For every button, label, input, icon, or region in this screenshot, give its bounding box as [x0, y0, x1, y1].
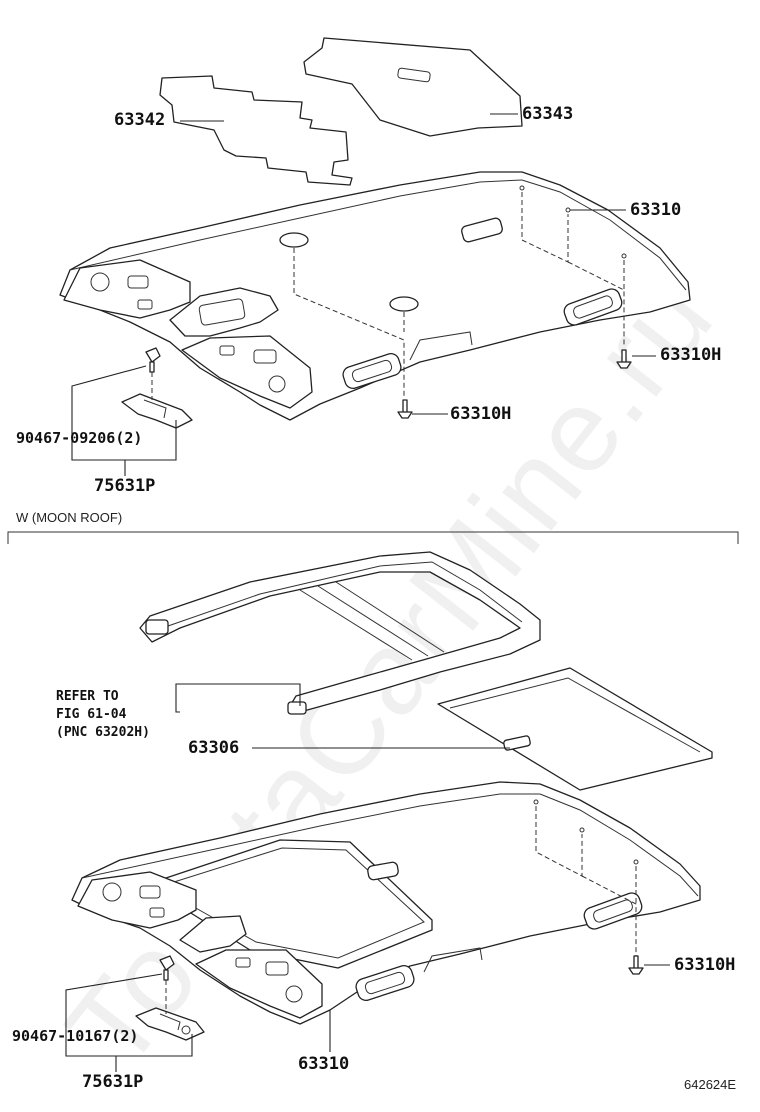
clip-75631p-bottom	[135, 1007, 205, 1041]
leader-90467-bottom	[65, 973, 193, 1057]
clip-75631p-top	[121, 393, 193, 429]
headliner-bottom-edge	[81, 793, 540, 879]
lamp-hole-4	[285, 985, 303, 1003]
leader-90467-top	[71, 365, 177, 461]
handle-recess-1	[342, 353, 402, 389]
pad-spot-1	[279, 232, 309, 248]
moon-roof-section-label: W (MOON ROOF)	[16, 510, 123, 525]
bolt-90467-bottom	[159, 955, 175, 981]
dash-pad-1	[293, 248, 405, 398]
headliner-top-edge	[69, 179, 523, 271]
sunroof-frame-inner	[167, 561, 523, 627]
pad-spot-2	[389, 296, 419, 312]
sunroof-rail-3	[335, 581, 445, 653]
sunroof-rail-1	[299, 589, 413, 661]
handle-recess-3	[355, 965, 415, 1001]
sunshade-grip	[503, 735, 531, 751]
label-90467-09206: 90467-09206(2)	[16, 429, 143, 447]
label-63342: 63342	[114, 110, 166, 130]
label-63310h-right: 63310H	[660, 345, 722, 365]
clip-dot-3	[621, 253, 627, 259]
section-divider	[7, 531, 739, 544]
pad-slot	[397, 67, 431, 83]
visor-slot-4	[265, 961, 289, 976]
visor-slot-1	[127, 275, 149, 289]
frame-bracket-2	[287, 701, 307, 715]
refer-line-1: REFER TO	[56, 689, 119, 704]
label-63310h-bottom: 63310H	[674, 955, 736, 975]
lamp-hole-3	[102, 882, 122, 902]
rear-recess	[461, 217, 503, 243]
sunshade-63306	[437, 667, 713, 791]
front-panel-left-bottom	[77, 871, 197, 929]
bolt-90467-top	[145, 347, 161, 373]
clip-slot-1	[137, 299, 153, 310]
refer-line-2: FIG 61-04	[56, 707, 127, 722]
label-75631p-bottom: 75631P	[82, 1072, 144, 1092]
sunshade-inner	[449, 677, 701, 753]
front-console	[169, 287, 279, 337]
insulator-pad-63342	[159, 75, 353, 186]
dash-rear	[521, 192, 569, 263]
fastener-63310h-right	[616, 349, 632, 369]
label-63306: 63306	[188, 738, 240, 758]
label-63310: 63310	[630, 200, 682, 220]
clip-dot-6	[633, 859, 639, 865]
fastener-63310h-bottom	[628, 955, 644, 975]
lamp-hole-2	[268, 375, 286, 393]
fastener-63310h-center	[397, 399, 413, 419]
rear-recess-bottom	[367, 861, 399, 881]
trim-slot-top	[409, 331, 473, 361]
refer-line-3: (PNC 63202H)	[56, 725, 150, 740]
moonroof-opening-inner	[173, 847, 425, 959]
figure-code: 642624E	[684, 1077, 737, 1092]
clip-75631p-bottom-detail	[159, 1013, 181, 1031]
sunroof-frame	[139, 551, 541, 713]
label-63343: 63343	[522, 104, 574, 124]
lamp-hole-1	[90, 272, 110, 292]
clip-dot-1	[519, 185, 525, 191]
front-panel-right	[181, 335, 313, 409]
clip-hole-bottom	[181, 1025, 191, 1035]
visor-slot-3	[139, 885, 161, 899]
insulator-pad-63343	[303, 37, 523, 137]
front-console-bottom	[179, 915, 247, 953]
label-75631p-top: 75631P	[94, 476, 156, 496]
label-63310-bottom: 63310	[298, 1054, 350, 1074]
handle-recess-4	[583, 892, 643, 930]
handle-inner-1	[351, 359, 393, 383]
dash-rear-2	[567, 261, 625, 346]
handle-inner-3	[364, 971, 406, 995]
handle-recess-2	[563, 288, 623, 326]
clip-dot-5	[579, 827, 585, 833]
label-90467-10167: 90467-10167(2)	[12, 1027, 139, 1045]
trim-slot-bottom	[423, 947, 483, 973]
dash-rear-bottom-2	[581, 875, 637, 958]
console-opening	[198, 298, 246, 326]
frame-bracket-1	[145, 619, 169, 635]
handle-inner-2	[573, 295, 613, 319]
label-63310h-center: 63310H	[450, 404, 512, 424]
handle-inner-4	[593, 899, 633, 923]
clip-slot-3	[149, 907, 165, 918]
clip-dot-4	[533, 799, 539, 805]
visor-slot-2	[253, 349, 277, 364]
clip-slot-2	[219, 345, 235, 356]
clip-slot-4	[235, 957, 251, 968]
clip-75631p-top-detail	[143, 399, 167, 419]
headliner-top-rear-edge	[521, 179, 687, 291]
headliner-bottom-rear-edge	[539, 793, 699, 897]
sunroof-rail-2	[317, 585, 429, 657]
leader-refer	[175, 683, 301, 713]
